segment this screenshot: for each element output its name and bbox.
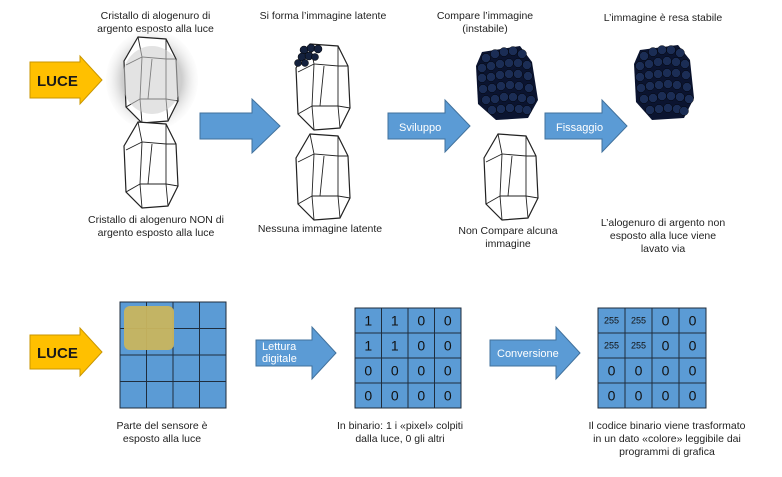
arrow-conversione-label: Conversione [497, 348, 559, 360]
arrow-sviluppo: Sviluppo [387, 98, 471, 154]
color-cell-3-1: 0 [635, 388, 643, 404]
fixed-image [634, 45, 694, 120]
arrow-lettura-label-1: Lettura [262, 341, 297, 353]
color-cell-2-2: 0 [662, 363, 670, 379]
binary-cell-3-1: 0 [391, 388, 399, 404]
caption-latent-image: Si forma l’immagine latente [259, 10, 387, 22]
binary-cell-3-3: 0 [444, 388, 452, 404]
sensor-grid [119, 301, 227, 409]
luce-arrow-bottom: LUCE [29, 326, 103, 378]
arrow-conversione: Conversione [489, 325, 581, 381]
color-value-grid: 255 255 0 0 255 255 0 0 0 0 0 0 0 0 0 0 [597, 307, 707, 409]
crystal-no-latent-image [295, 133, 351, 221]
caption-image-stable: L’immagine è resa stabile [603, 12, 723, 24]
arrow-fissaggio: Fissaggio [544, 98, 628, 154]
binary-cell-0-0: 1 [364, 313, 372, 329]
exposed-area [124, 306, 174, 350]
arrow-lettura-label-2: digitale [262, 353, 297, 365]
binary-cell-2-1: 0 [391, 363, 399, 379]
caption-binary: In binario: 1 i «pixel» colpiti dalla lu… [336, 420, 464, 445]
caption-crystal-not-exposed: Cristallo di alogenuro NON di argento es… [88, 214, 224, 239]
caption-halide-washed: L’alogenuro di argento non esposto alla … [600, 217, 726, 255]
color-cell-3-2: 0 [662, 388, 670, 404]
caption-color-data: Il codice binario viene trasformato in u… [588, 420, 746, 458]
caption-image-not-appears: Non Compare alcuna immagine [458, 225, 558, 250]
crystal-not-developed [483, 133, 539, 221]
caption-no-latent-image: Nessuna immagine latente [257, 223, 383, 235]
crystal-not-exposed [123, 121, 179, 209]
color-cell-2-0: 0 [608, 363, 616, 379]
color-cell-0-3: 0 [689, 313, 697, 329]
binary-cell-2-2: 0 [417, 363, 425, 379]
crystal-developed-image [476, 46, 538, 120]
arrow-lettura-digitale: Lettura digitale [255, 325, 337, 381]
crystal-exposed [106, 30, 198, 130]
caption-image-appears: Compare l’immagine (instabile) [436, 10, 534, 35]
arrow-sviluppo-label: Sviluppo [399, 122, 441, 134]
color-cell-1-2: 0 [662, 338, 670, 354]
arrow-fissaggio-label: Fissaggio [556, 122, 603, 134]
caption-sensor-exposed: Parte del sensore è esposto alla luce [116, 420, 208, 445]
binary-cell-3-0: 0 [364, 388, 372, 404]
binary-cell-0-1: 1 [391, 313, 399, 329]
binary-cell-3-2: 0 [417, 388, 425, 404]
color-cell-0-0: 255 [604, 316, 619, 326]
color-cell-2-1: 0 [635, 363, 643, 379]
binary-cell-2-0: 0 [364, 363, 372, 379]
color-cell-0-2: 0 [662, 313, 670, 329]
binary-cell-0-3: 0 [444, 313, 452, 329]
color-cell-3-0: 0 [608, 388, 616, 404]
binary-cell-0-2: 0 [417, 313, 425, 329]
color-cell-3-3: 0 [689, 388, 697, 404]
binary-cell-1-2: 0 [417, 338, 425, 354]
color-cell-0-1: 255 [631, 316, 646, 326]
binary-cell-2-3: 0 [444, 363, 452, 379]
caption-crystal-exposed: Cristallo di alogenuro di argento espost… [97, 10, 214, 35]
arrow-exposure-to-latent [199, 97, 281, 155]
binary-cell-1-1: 1 [391, 338, 399, 354]
color-cell-1-0: 255 [604, 341, 619, 351]
luce-label-top: LUCE [37, 73, 78, 90]
binary-cell-1-3: 0 [444, 338, 452, 354]
color-cell-1-3: 0 [689, 338, 697, 354]
crystal-latent-image [294, 43, 351, 131]
color-cell-2-3: 0 [689, 363, 697, 379]
binary-grid: 1 1 0 0 1 1 0 0 0 0 0 0 0 0 0 0 [354, 307, 462, 409]
luce-label-bottom: LUCE [37, 345, 78, 362]
color-cell-1-1: 255 [631, 341, 646, 351]
luce-arrow-top: LUCE [29, 54, 103, 106]
binary-cell-1-0: 1 [364, 338, 372, 354]
